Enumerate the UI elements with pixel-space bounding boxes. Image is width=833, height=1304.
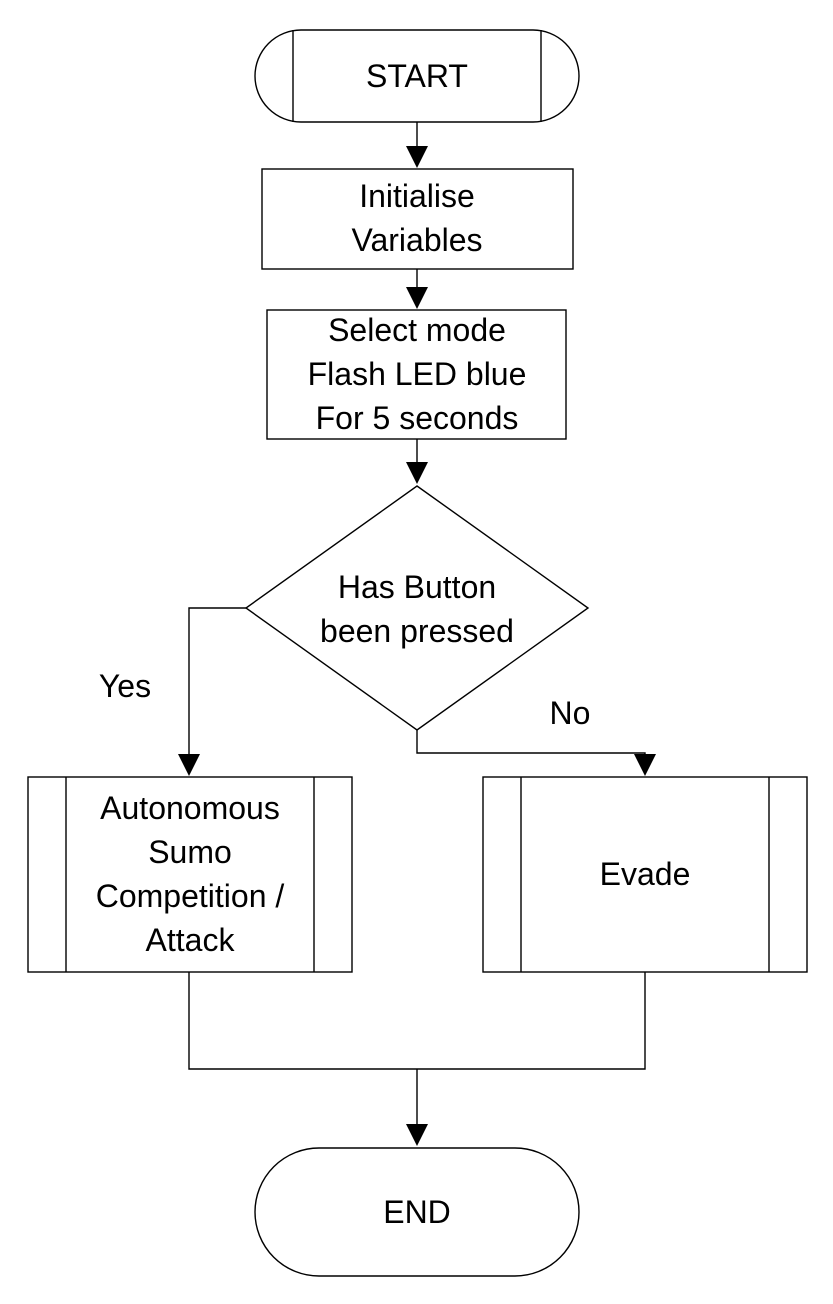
autonomous-node: Autonomous Sumo Competition / Attack [27,776,353,973]
init-node: Initialise Variables [261,168,574,270]
autonomous-label-2: Sumo [148,834,232,870]
connector-no-branch [416,730,656,776]
start-label: START [366,58,468,94]
autonomous-label-4: Attack [146,922,236,958]
autonomous-label-3: Competition / [96,878,285,914]
decision-label-1: Has Button [338,569,496,605]
select-mode-label-3: For 5 seconds [316,400,519,436]
end-node: END [254,1147,580,1277]
yes-label: Yes [99,668,151,704]
connector-yes-branch [178,607,246,776]
autonomous-label-1: Autonomous [100,790,280,826]
evade-node: Evade [482,776,808,973]
decision-label-2: been pressed [320,613,514,649]
select-mode-node: Select mode Flash LED blue For 5 seconds [266,309,567,440]
select-mode-label-1: Select mode [328,312,506,348]
no-label: No [550,695,591,731]
end-label: END [383,1194,451,1230]
connector-init-select [406,269,428,309]
init-label-1: Initialise [359,178,475,214]
connector-merge-end [188,972,646,1146]
init-label-2: Variables [351,222,482,258]
connector-start-init [406,122,428,168]
decision-node: Has Button been pressed [244,485,590,731]
select-mode-label-2: Flash LED blue [308,356,527,392]
connector-select-decision [406,439,428,484]
start-node: START [254,29,580,123]
evade-label: Evade [600,856,691,892]
